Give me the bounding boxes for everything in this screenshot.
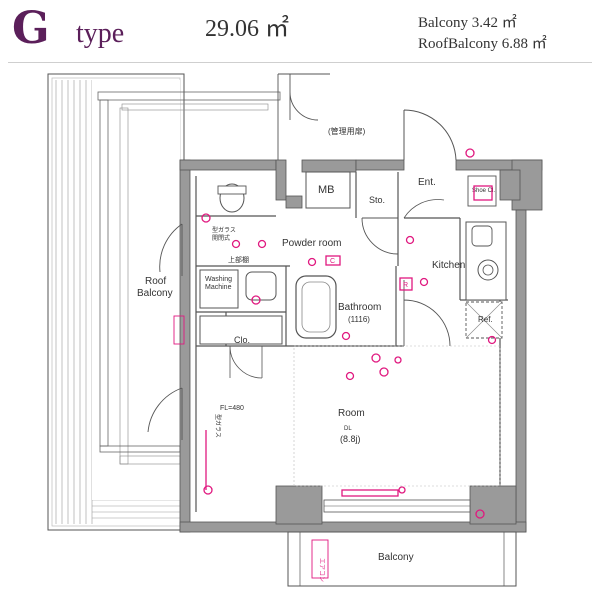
roof-balcony-label-2: Balcony: [137, 288, 173, 299]
powder-room-label: Powder room: [282, 238, 341, 249]
exterior-walls: [179, 159, 543, 533]
cooktop-burner: [482, 264, 494, 276]
entrance-label: Ent.: [418, 177, 436, 188]
entrance-door: [403, 109, 457, 161]
outlets: [201, 148, 497, 519]
header: G type 29.06 ㎡ Balcony 3.42 ㎡ RoofBalcon…: [0, 0, 600, 63]
bath-door: [403, 280, 451, 347]
mb-label: MB: [318, 184, 335, 196]
bathtub: [295, 275, 337, 339]
glass-label-3: 型ガラス: [214, 414, 222, 438]
washing-label-1: Washing: [205, 276, 232, 283]
fl-label: FL=480: [220, 405, 244, 412]
washing-machine: [199, 269, 239, 309]
balcony-label: Balcony: [378, 552, 414, 563]
roof-door-lower: [147, 387, 183, 440]
bathtub-inner: [301, 281, 331, 333]
storage-door: [361, 217, 399, 255]
floor-area: 29.06 ㎡: [205, 16, 289, 42]
kitchen-label: Kitchen: [432, 260, 465, 271]
aircon-outdoor-label: エアコン: [318, 558, 325, 582]
roof-door-upper: [159, 223, 183, 276]
bathroom-size: (1116): [348, 315, 370, 324]
type-letter: G: [12, 3, 50, 54]
room-floor-label: DL: [344, 426, 352, 432]
service-door-label: (管理用扉): [328, 126, 366, 136]
roof-balcony-area: RoofBalcony 6.88 ㎡: [418, 36, 547, 52]
kitchen-sink: [471, 225, 493, 247]
closet-doors: [229, 345, 263, 379]
closet: [199, 315, 283, 345]
mb-closet: [305, 171, 351, 209]
kitchen-counter: [465, 221, 507, 301]
storage-label: Sto.: [369, 195, 385, 205]
washbasin: [245, 271, 277, 301]
roof-outdoor-unit: [173, 315, 185, 345]
cooktop: [477, 259, 499, 281]
washing-label-2: Machine: [205, 284, 232, 291]
bathroom-label: Bathroom: [338, 302, 381, 313]
c-mark: C: [330, 258, 335, 265]
type-word: type: [76, 18, 125, 49]
room-label: Room: [338, 408, 365, 419]
closet-label: Clo.: [234, 335, 250, 345]
header-divider: [8, 62, 592, 63]
balcony: エアコン Balcony: [287, 531, 517, 587]
balcony-area: Balcony 3.42 ㎡: [418, 15, 517, 31]
glass-label-1: 型ガラス: [212, 226, 236, 234]
roof-balcony-label-1: Roof: [145, 276, 166, 287]
ref-label: Ref.: [478, 315, 493, 324]
shoe-closet: [467, 175, 497, 207]
roof-balcony: (管理用扉) Roof Balcony: [47, 73, 366, 531]
shoe-closet-label: Shoe Cl.: [472, 188, 495, 194]
upper-shelf-label: 上部棚: [228, 255, 249, 264]
glass-label-2: 開閉式: [212, 234, 230, 242]
entry-arc: [403, 199, 445, 219]
toilet-tank: [217, 185, 247, 195]
room-outline: [293, 345, 501, 487]
r-mark: R: [403, 282, 408, 289]
room-size: (8.8j): [340, 434, 361, 444]
